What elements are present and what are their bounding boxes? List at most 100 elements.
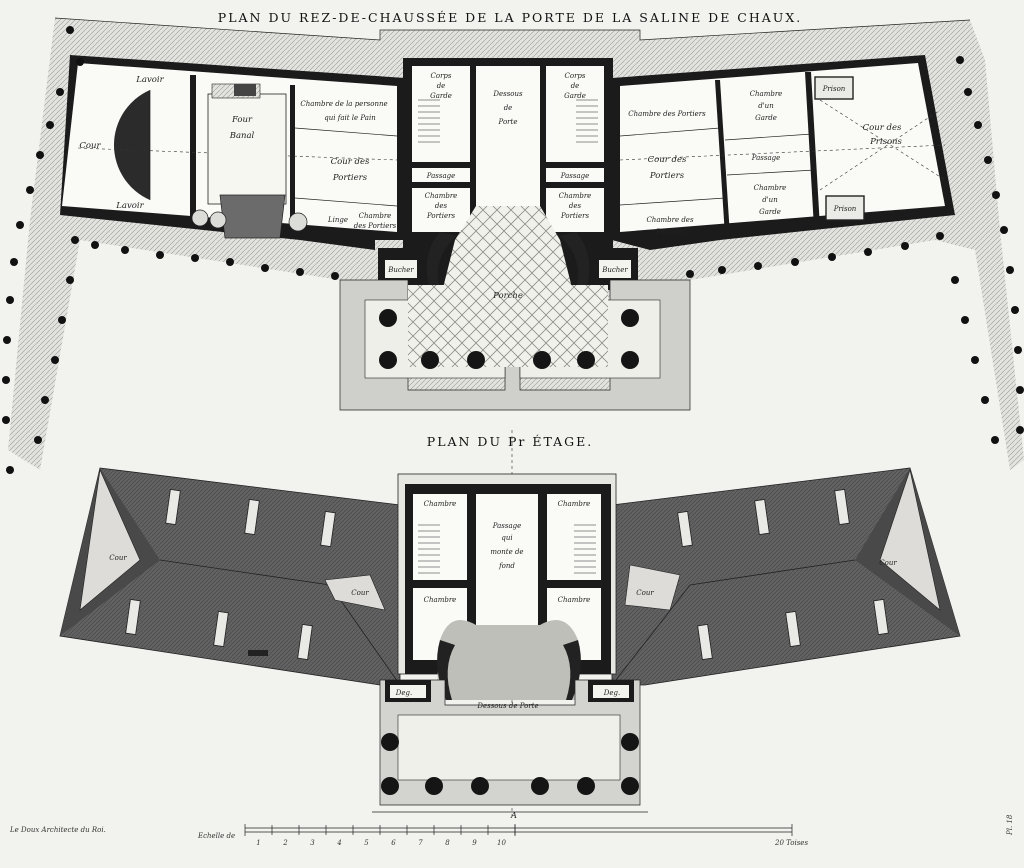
first-floor-labels: Chambre Chambre Passage qui monte de fon…: [109, 500, 897, 710]
column: [467, 351, 485, 369]
room-label: Prison: [833, 205, 857, 213]
column: [531, 777, 549, 795]
room-label: Chambre: [754, 184, 787, 192]
scale-tick-label: 4: [336, 839, 341, 847]
ground-forecourt: [339, 279, 691, 411]
room-label: Portiers: [560, 212, 590, 220]
scale-tick-label: 6: [391, 839, 396, 847]
room-label: Garde: [430, 92, 452, 100]
room-label: Chambre: [559, 192, 592, 200]
room-label: Porche: [492, 291, 523, 301]
room-label: Lavoir: [115, 201, 144, 211]
plate-number: Pl. 18: [1006, 814, 1014, 836]
column: [379, 351, 397, 369]
room-label: Chambre: [750, 90, 783, 98]
left-wing: [60, 55, 405, 250]
scale-tick-label: 3: [310, 839, 315, 847]
scale-tick-label: 2: [282, 839, 288, 847]
scale-end-label: 20 Toises: [774, 839, 808, 847]
room-label: Cour: [879, 559, 897, 567]
first-central-pavilion: [397, 473, 617, 700]
room-label: Passage: [751, 154, 781, 162]
column: [533, 351, 551, 369]
room-label: Dessous: [492, 90, 523, 98]
room-label: de: [571, 82, 580, 90]
room-label: de: [504, 104, 513, 112]
room-label: Corps: [431, 72, 452, 80]
column: [471, 777, 489, 795]
column: [421, 351, 439, 369]
room-label: Garde: [755, 114, 777, 122]
ground-floor-labels: Lavoir Cour Lavoir Four Banal Chambre de…: [79, 72, 902, 301]
axis-mark-a: A: [510, 811, 517, 821]
room-label: qui: [501, 534, 512, 542]
room-label: Passage: [492, 522, 522, 530]
scale-bar: Echelle de 1 2 3 4 5 6 7 8 9 10 20 Toises: [197, 824, 808, 847]
room-label: Bucher: [387, 266, 414, 274]
scale-tick-label: 7: [418, 839, 423, 847]
room-label: Lavoir: [135, 75, 164, 85]
room-label: Linge: [327, 216, 348, 224]
room-label: Prison: [822, 85, 846, 93]
room-label: Deg.: [395, 689, 412, 697]
room-label: Cour: [79, 141, 101, 151]
room-label: Bucher: [601, 266, 628, 274]
room-label: Banal: [229, 131, 255, 141]
column: [577, 351, 595, 369]
column: [379, 309, 397, 327]
room-label: Chambre des: [646, 216, 693, 224]
scale-tick-label: 5: [364, 839, 369, 847]
first-left-roof: [59, 467, 401, 686]
room-label: d'un: [758, 102, 774, 110]
first-right-roof: [611, 467, 961, 686]
room-label: des Portiers: [354, 222, 397, 230]
column: [381, 733, 399, 751]
architect-signature: Le Doux Architecte du Roi.: [9, 826, 106, 834]
column: [577, 777, 595, 795]
room-label: monte de: [490, 548, 523, 556]
column: [381, 777, 399, 795]
first-forecourt: A: [372, 679, 648, 821]
room-label: Passage: [560, 172, 590, 180]
room-label: Cour des: [331, 157, 370, 167]
scale-tick-label: 8: [445, 839, 450, 847]
room-label: Garde: [759, 208, 781, 216]
room-label: Cour: [636, 589, 654, 597]
room-label: Passage: [426, 172, 456, 180]
room-label: d'un: [762, 196, 778, 204]
room-label: des: [435, 202, 448, 210]
room-label: Portiers: [426, 212, 456, 220]
tree-rows: [2, 26, 1024, 474]
room-label: Chambre des Portiers: [628, 110, 706, 118]
right-wing: [612, 55, 955, 250]
lavoir-basin: [113, 90, 150, 200]
room-label: Prisons: [869, 137, 902, 147]
room-label: des: [569, 202, 582, 210]
room-label: Porte: [498, 118, 518, 126]
scale-tick-label: 10: [497, 839, 506, 847]
room-label: fond: [498, 562, 515, 570]
room-label: Chambre de la personne: [300, 100, 387, 108]
scale-tick-label: 1: [256, 839, 260, 847]
room-label: Portiers: [655, 228, 685, 236]
room-label: Deg.: [603, 689, 620, 697]
room-label: Cour: [351, 589, 369, 597]
scale-tick-label: 9: [472, 839, 477, 847]
room-label: Chambre: [558, 500, 591, 508]
room-label: Chambre: [558, 596, 591, 604]
room-label: Cour des: [863, 123, 902, 133]
column: [621, 351, 639, 369]
room-label: Dessous de Porte: [476, 702, 538, 710]
room-label: Garde: [564, 92, 586, 100]
room-label: Four: [231, 115, 253, 125]
room-label: Cour: [109, 554, 127, 562]
room-label: Chambre: [424, 500, 457, 508]
room-label: Chambre: [424, 596, 457, 604]
scale-label: Echelle de: [197, 832, 235, 840]
column: [621, 777, 639, 795]
room-label: Corps: [565, 72, 586, 80]
room-label: Portiers: [649, 171, 685, 181]
room-label: Cour des: [648, 155, 687, 165]
room-label: de: [437, 82, 446, 90]
